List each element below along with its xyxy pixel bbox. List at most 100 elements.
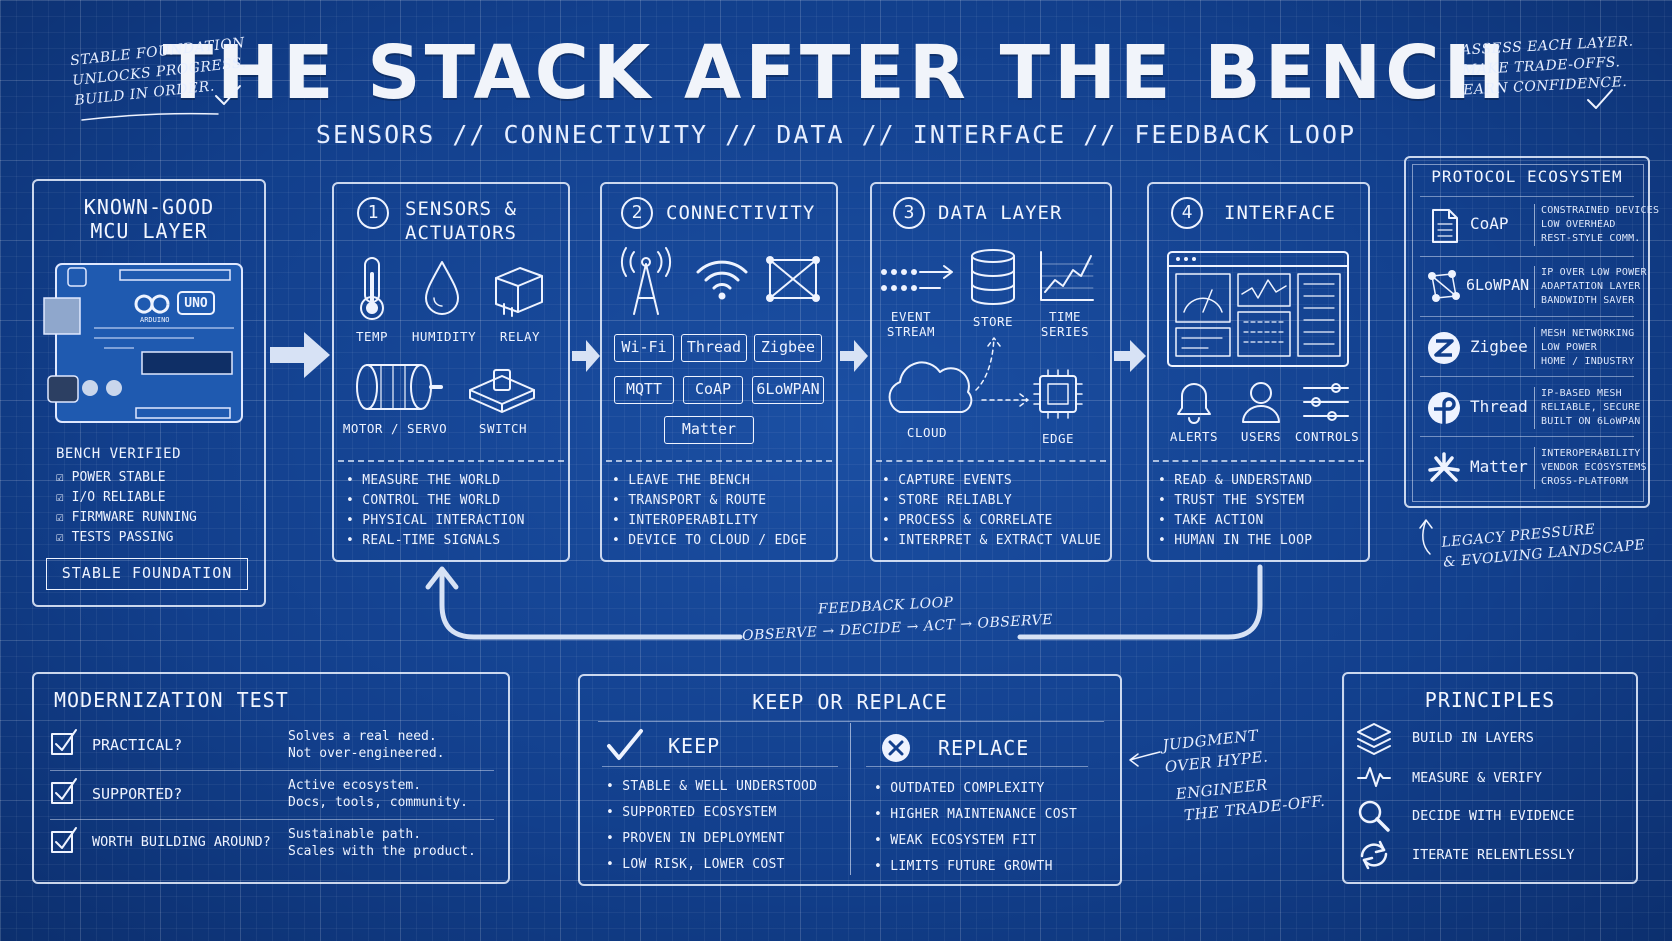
checkbox-checked-icon <box>51 827 77 853</box>
verified-title: BENCH VERIFIED <box>56 446 182 462</box>
arrow-right-icon <box>1114 340 1146 372</box>
label-switch: SWITCH <box>478 421 528 436</box>
checkbox-checked-icon <box>51 729 77 755</box>
check-mark-icon <box>215 85 241 105</box>
thread-logo-icon <box>1428 392 1460 424</box>
protocol-title: PROTOCOL ECOSYSTEM <box>1431 167 1623 186</box>
network-nodes-icon <box>1428 270 1460 302</box>
principle-item: ITERATE RELENTLESSLY <box>1412 847 1575 863</box>
database-icon <box>971 249 1015 305</box>
divider <box>876 460 1106 462</box>
check-mark-icon <box>607 729 643 760</box>
chip-6lowpan: 6LoWPAN <box>752 376 824 404</box>
edge-chip-icon <box>1033 369 1083 419</box>
label-humidity: HUMIDITY <box>411 329 477 344</box>
underline-stroke <box>81 112 219 121</box>
label-cloud: CLOUD <box>906 425 948 440</box>
pulse-icon <box>1357 767 1391 787</box>
feedback-loop-arrow <box>425 564 1263 640</box>
divider <box>1420 316 1634 317</box>
board-label-uno: UNO <box>184 296 208 311</box>
step-number: 3 <box>893 197 925 229</box>
divider <box>606 460 832 462</box>
divider <box>866 766 1088 767</box>
step-number: 4 <box>1171 197 1203 229</box>
divider <box>338 460 564 462</box>
time-series-chart-icon <box>1040 251 1094 301</box>
checkbox-checked-icon: ☑ <box>56 470 64 485</box>
layer-title: DATA LAYER <box>938 202 1063 224</box>
divider <box>1153 460 1364 462</box>
layer-bullets: CAPTURE EVENTSSTORE RELIABLYPROCESS & CO… <box>882 471 1101 551</box>
modernization-test-panel <box>32 672 510 884</box>
dashboard-icon <box>1167 251 1349 367</box>
document-icon <box>1432 209 1458 243</box>
principle-item: DECIDE WITH EVIDENCE <box>1412 808 1575 824</box>
arduino-board-icon <box>43 263 243 423</box>
cloud-icon <box>888 361 973 413</box>
sliders-icon <box>1303 383 1349 421</box>
keep-replace-title: KEEP OR REPLACE <box>752 690 948 714</box>
chip-matter: Matter <box>664 416 754 444</box>
layer-bullets: MEASURE THE WORLDCONTROL THE WORLDPHYSIC… <box>346 471 525 551</box>
divider <box>50 819 494 820</box>
water-drop-icon <box>425 261 459 315</box>
protocol-ecosystem-panel <box>1404 156 1650 508</box>
matter-logo-icon <box>1428 452 1460 482</box>
layer-panel-interface <box>1147 182 1370 562</box>
chip-zigbee: Zigbee <box>754 334 822 362</box>
data-flow-arrows <box>975 337 1029 407</box>
event-stream-icon <box>881 265 953 291</box>
thermometer-icon <box>360 257 384 320</box>
board-label-arduino: ARDUINO <box>140 316 170 324</box>
divider <box>1420 256 1634 257</box>
switch-icon <box>469 369 535 413</box>
chip-coap: CoAP <box>683 376 743 404</box>
checkbox-checked-icon: ☑ <box>56 510 64 525</box>
curved-arrow-icon <box>1419 519 1433 555</box>
arrow-right-icon <box>840 340 868 372</box>
layer-title: INTERFACE <box>1224 202 1336 224</box>
arrow-right-icon <box>572 340 600 372</box>
label-temp: TEMP <box>355 329 389 344</box>
replace-title: REPLACE <box>938 736 1030 760</box>
replace-list: OUTDATED COMPLEXITYHIGHER MAINTENANCE CO… <box>874 776 1077 880</box>
checkbox-checked-icon <box>51 778 77 804</box>
refresh-icon <box>1360 840 1388 870</box>
label-users: USERS <box>1240 429 1282 444</box>
layer-panel-data <box>870 182 1112 562</box>
keep-list: STABLE & WELL UNDERSTOODSUPPORTED ECOSYS… <box>606 774 817 878</box>
stable-foundation-badge: STABLE FOUNDATION <box>46 558 248 590</box>
step-number: 1 <box>357 197 389 229</box>
bell-icon <box>1177 383 1211 424</box>
protocol-name-zigbee: Zigbee <box>1470 337 1528 356</box>
label-relay: RELAY <box>499 329 541 344</box>
page-title: THE STACK AFTER THE BENCH <box>162 30 1510 116</box>
protocol-name-coap: CoAP <box>1470 214 1509 233</box>
chip-thread: Thread <box>681 334 747 362</box>
layer-title: CONNECTIVITY <box>666 202 816 224</box>
label-alerts: ALERTS <box>1169 429 1219 444</box>
motor-icon <box>356 364 443 410</box>
layers-icon <box>1357 723 1391 755</box>
label-controls: CONTROLS <box>1294 429 1360 444</box>
modernization-title: MODERNIZATION TEST <box>54 688 289 712</box>
zigbee-logo-icon <box>1428 332 1460 364</box>
divider <box>50 770 494 771</box>
wifi-icon <box>696 260 748 300</box>
check-mark-icon <box>1587 89 1613 109</box>
principles-panel <box>1342 672 1638 884</box>
layer-title: SENSORS &ACTUATORS <box>405 198 517 244</box>
protocol-name-6lowpan: 6LoWPAN <box>1466 276 1530 294</box>
divider <box>602 766 838 767</box>
divider <box>1420 436 1634 437</box>
column-divider <box>850 723 851 875</box>
layer-bullets: READ & UNDERSTANDTRUST THE SYSTEMTAKE AC… <box>1158 471 1312 551</box>
